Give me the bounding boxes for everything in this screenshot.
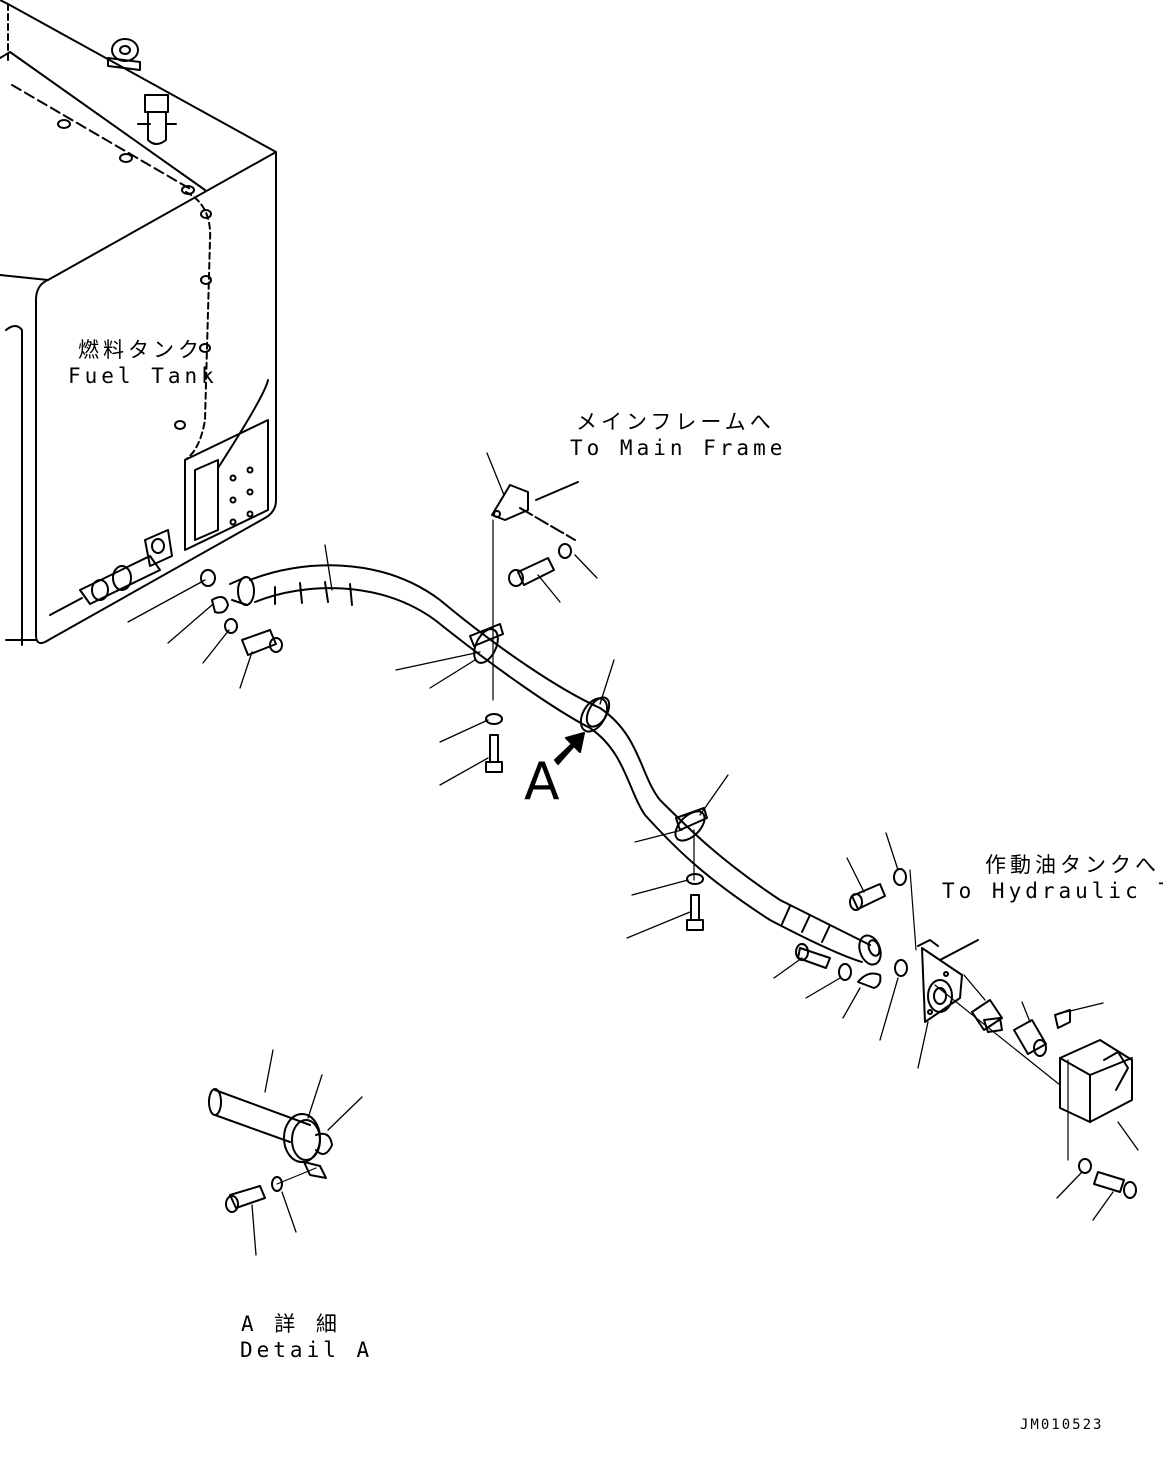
fuel-tank xyxy=(0,0,277,646)
label-hydraulic-tank-jp: 作動油タンクへ xyxy=(985,853,1160,877)
label-main-frame-jp: メインフレームへ xyxy=(576,410,775,434)
breather-valve xyxy=(137,94,177,145)
detail-a-view xyxy=(208,1088,333,1213)
tank-side-panel xyxy=(184,379,269,551)
hose-end-hydraulic-side xyxy=(858,934,882,966)
left-hardware xyxy=(200,569,283,656)
lifting-eye xyxy=(107,38,141,71)
bolt-bracket xyxy=(508,543,572,587)
label-view-a: A xyxy=(524,752,560,812)
adapter-fitting xyxy=(971,999,1003,1033)
hose-clamp-2 xyxy=(579,696,611,733)
drawing-code: JM010523 xyxy=(1020,1417,1104,1433)
view-a-arrow xyxy=(554,732,585,765)
flange-plate xyxy=(917,939,979,1023)
label-fuel-tank-jp: 燃料タンク xyxy=(78,338,203,362)
label-fuel-tank-en: Fuel Tank xyxy=(68,364,218,388)
label-detail-a-en: Detail A xyxy=(240,1338,374,1362)
guard-bolt xyxy=(1078,1158,1137,1199)
main-frame-bracket xyxy=(491,481,579,541)
guard-cover xyxy=(1059,1039,1133,1123)
leader-lines xyxy=(127,452,1139,1256)
connector-fitting xyxy=(1013,1009,1071,1057)
drain-valve xyxy=(49,529,173,616)
label-detail-a-jp: A 詳 細 xyxy=(241,1312,341,1336)
hydraulic-side-hardware xyxy=(795,868,908,989)
hose-end-fuel-side xyxy=(229,576,255,606)
hose-clamp-1 xyxy=(469,623,504,664)
washer-bolt-1 xyxy=(485,713,503,773)
main-hose xyxy=(229,564,882,966)
label-main-frame-en: To Main Frame xyxy=(570,436,787,460)
hose-clamp-3 xyxy=(674,807,708,842)
washer-bolt-2 xyxy=(686,873,704,931)
label-hydraulic-tank-en: To Hydraulic Tank xyxy=(942,879,1163,903)
